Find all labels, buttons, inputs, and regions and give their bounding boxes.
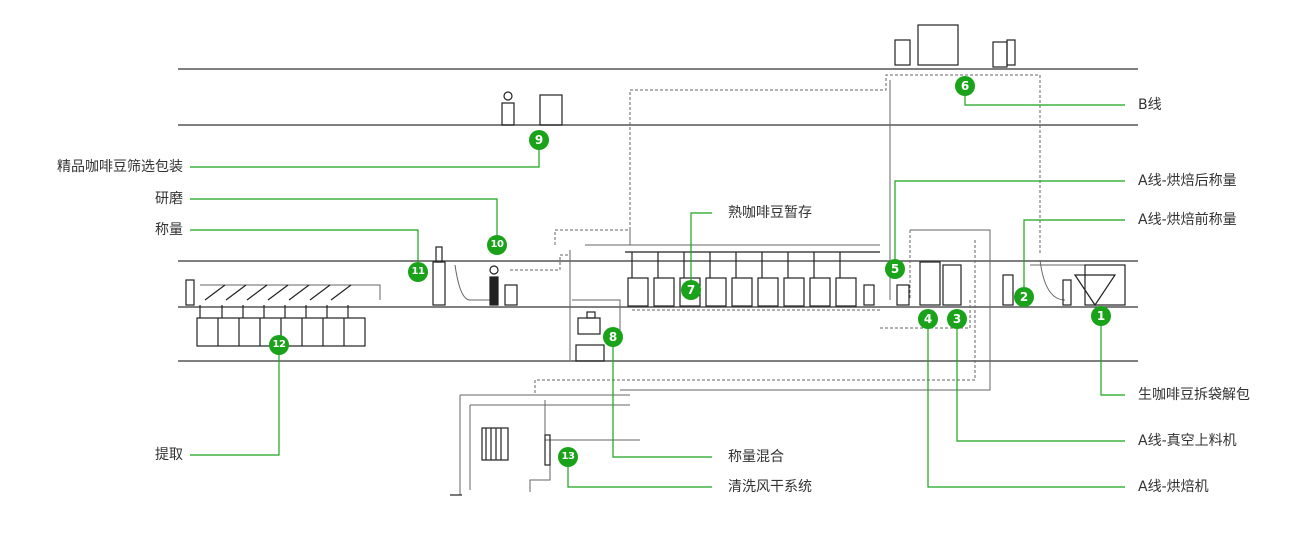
marker-11: 11 [408,262,428,282]
roaster-a [896,261,962,306]
label-line-b: B线 [1138,97,1162,113]
label-green-bean-unpacking: 生咖啡豆拆袋解包 [1138,387,1250,403]
label-roaster: A线-烘焙机 [1138,479,1209,495]
label-grinding: 研磨 [155,191,183,207]
marker-1: 1 [1091,306,1111,326]
label-post-roast-weighing: A线-烘焙后称量 [1138,173,1237,189]
marker-10: 10 [487,235,507,255]
floor-lines [178,68,1138,362]
label-roasted-storage: 熟咖啡豆暂存 [728,205,812,221]
mixing-unit [575,311,605,362]
marker-6: 6 [955,76,975,96]
label-vacuum-loader: A线-真空上料机 [1138,433,1237,449]
marker-5: 5 [885,259,905,279]
bag-unloader [1062,264,1126,307]
marker-7: 7 [681,280,701,300]
marker-9: 9 [529,130,549,150]
packaging-line-b [501,91,563,126]
marker-4: 4 [918,309,938,329]
label-weigh-mix: 称量混合 [728,449,784,465]
storage-silos [625,251,880,307]
label-pre-roast-weighing: A线-烘焙前称量 [1138,212,1237,228]
marker-3: 3 [947,309,967,329]
marker-8: 8 [603,327,623,347]
weighing-unit [432,246,446,306]
leader-lines [190,86,1125,488]
label-extraction: 提取 [155,447,183,463]
label-weighing: 称量 [155,222,183,238]
label-cleaning-drying: 清洗风干系统 [728,479,812,495]
marker-13: 13 [558,447,578,467]
roaster-b [894,24,1016,68]
cleaning-system [450,427,551,496]
grinder [489,265,518,306]
marker-12: 12 [269,335,289,355]
equipment [185,24,1126,496]
marker-2: 2 [1014,287,1034,307]
label-screening-packaging: 精品咖啡豆筛选包装 [57,159,183,175]
vacuum-loader [1002,274,1014,306]
pipes [200,74,1100,495]
